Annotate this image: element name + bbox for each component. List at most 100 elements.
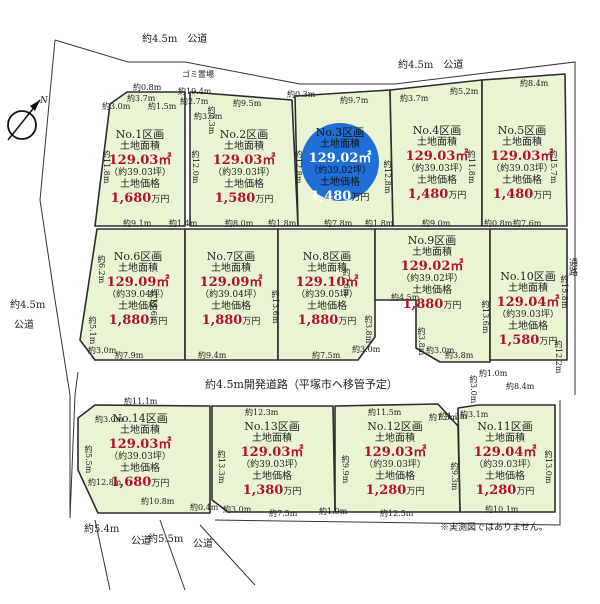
price-unit: 万円 [151,195,170,205]
price-unit: 万円 [338,317,357,327]
price-unit: 万円 [406,487,425,497]
lot-name: No.13区画 [244,420,300,433]
lot-14-shape[interactable] [77,404,211,514]
dimension-label: 約3.1m [460,410,489,419]
lot-price: 1,880万円 [402,297,462,312]
trash-area-label: ゴミ置場 [182,70,214,79]
dimension-label: 約3.0m [88,346,117,355]
lot-price: 1,880万円 [297,313,357,328]
area-label: 土地面積 [412,247,452,258]
lot-1-shape[interactable] [94,91,186,227]
lot-area: 129.03㎡ [363,445,427,460]
lot-13-shape[interactable] [211,405,336,513]
price-label: 土地価格 [211,301,251,312]
lot-area-tsubo: （約39.04坪） [107,290,169,300]
lot-area: 129.02㎡ [400,259,464,274]
lot-area: 129.03㎡ [490,149,554,164]
price-label: 土地価格 [320,177,360,188]
dimension-label: 約9.5m [233,99,262,108]
bottom-road-edge-b [159,519,186,591]
lot-name: No.4区画 [412,124,462,137]
lot-name: No.6区画 [113,250,163,263]
lot-area-tsubo: （約39.02坪） [401,274,463,284]
area-label: 土地面積 [224,141,264,152]
lot-price: 1,480万円 [407,187,467,202]
dimension-label: 約1.0m [479,369,508,378]
lot-area: 129.03㎡ [108,153,172,168]
north-arrow-icon [7,99,41,141]
dimension-label: 約12.0m [191,150,200,184]
price-label: 土地価格 [502,175,542,186]
dimension-label: 約7.5m [269,509,298,518]
price-label: 土地価格 [252,471,292,482]
dimension-label: 約11.8m [467,150,476,184]
area-label: 土地面積 [211,263,251,274]
road-label-left: 公道 [14,320,34,331]
dimension-label: 約15.8m [560,275,569,309]
dimension-label: 約7.5m [312,351,341,360]
lot-8-shape[interactable] [277,228,376,361]
lot-6-shape[interactable] [79,228,186,361]
lot-price: 1,680万円 [110,475,170,490]
lot-area-tsubo: （約39.03坪） [474,460,536,470]
lot-price: 1,880万円 [108,313,168,328]
lot-price: 1,580万円 [214,191,274,206]
area-label: 土地面積 [120,141,160,152]
area-label: 土地面積 [252,433,292,444]
lot-area: 129.03㎡ [240,445,304,460]
price-unit: 万円 [539,337,558,347]
dimension-label: 約11.1m [124,397,158,406]
dimension-label: 約15.7m [549,150,558,184]
dimension-label: 約13.6m [271,290,280,324]
dimension-label: 約0.8m [133,83,162,92]
dimension-label: 約3.8m [364,315,373,344]
lot-name: No.7区画 [206,250,256,263]
price-unit: 万円 [242,317,261,327]
lot-10-shape[interactable] [489,228,568,361]
compass-north-label: N [40,96,48,106]
dimension-label: 約10.8m [141,497,175,506]
area-label: 土地面積 [320,139,360,150]
dimension-label: 約4.5m [391,293,420,302]
lot-area-tsubo: （約39.03坪） [109,168,171,178]
road-label-right-path: 通路 [567,258,577,276]
dimension-label: 約6.2m [97,255,106,284]
dimension-label: 約8.4m [506,382,535,391]
road-edges [39,39,576,591]
lot-name: No.11区画 [477,420,533,433]
dimension-label: 約10.1m [485,505,519,514]
dimension-label: 約3.0m [95,415,124,424]
left-lower-edge [69,394,76,519]
lot-name: No.3区画 [315,126,365,139]
area-label: 土地面積 [375,433,415,444]
top-road-edge [54,39,576,85]
road-label-bottom-b: 公道 [193,539,213,550]
price-unit: 万円 [448,191,467,201]
dimension-label: 約3.0m [223,505,252,514]
price-label: 土地価格 [118,301,158,312]
price-unit: 万円 [533,191,552,201]
left-road-edge [39,39,71,515]
price-unit: 万円 [351,193,370,203]
price-label: 土地価格 [120,179,160,190]
price-unit: 万円 [443,301,462,311]
dimension-label: 約11.8m [102,150,111,184]
dimension-label: 約3.0m [102,102,131,111]
lot-price: 1,380万円 [242,483,302,498]
price-label: 土地価格 [508,321,548,332]
dimension-label: 約9.0m [422,219,451,228]
lot-5-shape[interactable] [481,73,568,227]
lot-price: 1,280万円 [475,483,535,498]
lot-price: 1,680万円 [110,191,170,206]
dimension-label: 約12.3m [245,408,279,417]
dimension-label: 約9.9m [341,455,350,484]
dimension-label: 約1.5m [148,102,177,111]
dimension-label: 約7.6m [513,219,542,228]
dimension-label: 約2.3m [207,106,216,135]
dimension-label: 約3.8m [417,327,426,356]
dimension-label: 約9.4m [198,351,227,360]
